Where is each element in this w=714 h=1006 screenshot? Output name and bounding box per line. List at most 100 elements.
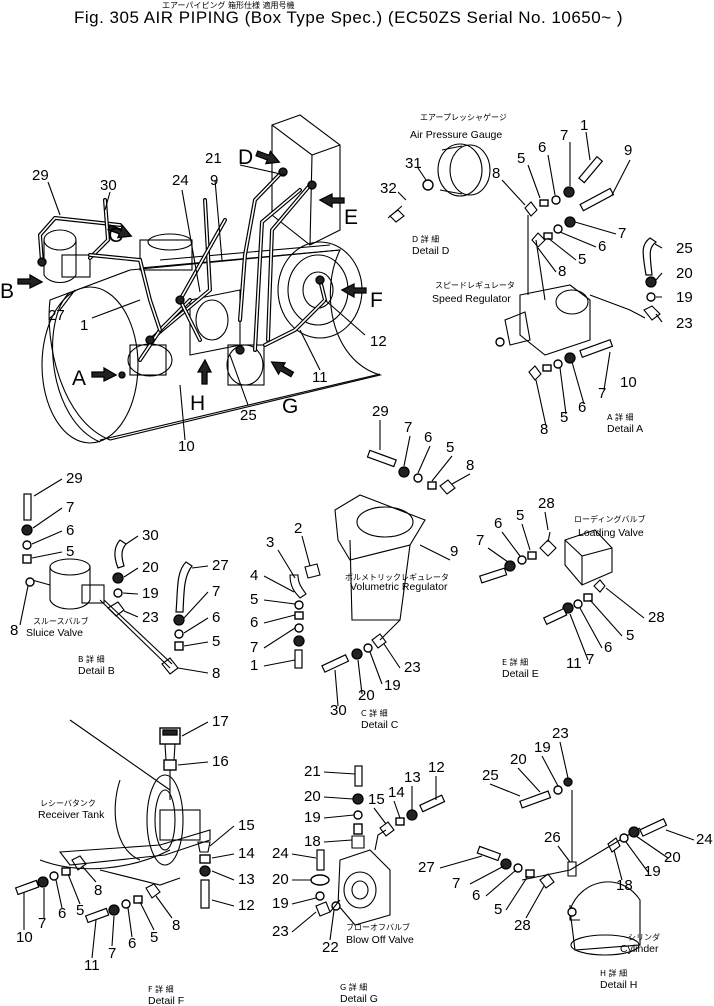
callout-h-25: 25 [482,767,499,784]
view-label-e: E [344,206,358,229]
callout-b-27: 27 [212,557,229,574]
callout-g-18: 18 [304,833,321,850]
callout-main-12: 12 [370,333,387,350]
main-assembly: 29 30 24 9 21 1 27 25 10 11 12 B C D E F… [0,114,387,455]
receiver-tank-label: Receiver Tank [38,809,105,821]
detail-a-label: Detail A [607,423,643,435]
callout-b-5b: 5 [212,633,220,650]
callout-b-20: 20 [142,559,159,576]
callout-g-22: 22 [322,939,339,956]
callout-h-20b: 20 [664,849,681,866]
detail-f-jp: F 詳 細 [148,984,174,994]
detail-d-label: Detail D [412,245,450,257]
receiver-tank-jp: レシーバタンク [40,799,96,808]
callout-b-8: 8 [10,622,18,639]
callout-main-1: 1 [80,317,88,334]
volumetric-regulator-label: Volumetric Regulator [350,581,448,593]
callout-b-30: 30 [142,527,159,544]
callout-a-19: 19 [676,289,693,306]
callout-main-9: 9 [210,172,218,189]
figure-title: Fig. 305 AIR PIPING (Box Type Spec.) (EC… [74,8,623,27]
callout-g-23: 23 [272,923,289,940]
speed-regulator-label: Speed Regulator [432,293,511,305]
detail-a-jp: A 詳 細 [607,412,634,422]
callout-c-3: 3 [266,534,274,551]
callout-main-25: 25 [240,407,257,424]
callout-h-24: 24 [696,831,713,848]
detail-c-label: Detail C [361,719,399,731]
callout-g-13: 13 [404,769,421,786]
callout-c-23: 23 [404,659,421,676]
callout-main-10: 10 [178,438,195,455]
callout-h-20: 20 [510,751,527,768]
cylinder-label: Cylinder [620,943,659,955]
callout-h-28: 28 [514,917,531,934]
callout-main-27: 27 [48,307,65,324]
detail-e-label: Detail E [502,668,539,680]
callout-g-20: 20 [304,788,321,805]
callout-h-19: 19 [534,739,551,756]
callout-a-5: 5 [517,150,525,167]
callout-b-23: 23 [142,609,159,626]
callout-f-5b: 5 [150,929,158,946]
callout-main-30: 30 [100,177,117,194]
callout-g-12: 12 [428,759,445,776]
callout-d-31: 31 [405,155,422,172]
callout-a-8c: 8 [540,421,548,438]
callout-main-21: 21 [205,150,222,167]
callout-c-20: 20 [358,687,375,704]
callout-h-7: 7 [452,875,460,892]
callout-main-11: 11 [312,369,328,386]
view-label-g: G [282,395,298,418]
callout-c-7: 7 [404,419,412,436]
callout-f-12: 12 [238,897,255,914]
callout-e-28b: 28 [648,609,665,626]
callout-d-32: 32 [380,180,397,197]
callout-a-10: 10 [620,374,637,391]
callout-b-7b: 7 [212,583,220,600]
callout-h-23: 23 [552,725,569,742]
view-label-a: A [72,367,86,390]
speed-regulator-jp: スピードレギュレータ [435,281,515,290]
callout-e-6b: 6 [604,639,612,656]
callout-a-6: 6 [538,139,546,156]
detail-b-jp: B 詳 細 [78,654,105,664]
callout-a-23: 23 [676,315,693,332]
callout-f-16: 16 [212,753,229,770]
callout-f-10: 10 [16,929,33,946]
callout-c-19: 19 [384,677,401,694]
callout-main-24: 24 [172,172,189,189]
callout-f-14: 14 [238,845,255,862]
callout-a-7c: 7 [598,385,606,402]
callout-e-28: 28 [538,495,555,512]
sluice-valve-label: Sluice Valve [26,627,83,639]
detail-h-label: Detail H [600,979,637,991]
callout-f-17: 17 [212,713,229,730]
callout-f-8b: 8 [172,917,180,934]
callout-f-13: 13 [238,871,255,888]
gauge-label-jp: エアープレッシャゲージ [420,112,507,122]
callout-h-27: 27 [418,859,435,876]
callout-e-5b: 5 [626,627,634,644]
view-label-d: D [238,146,253,169]
detail-e: ローディングバルブ Loading Valve 28 7 6 5 9 28 5 … [450,495,665,680]
loading-valve-label: Loading Valve [578,527,644,539]
callout-c-8: 8 [466,457,474,474]
detail-c: ボルメトリックレギュレータ Volumetric Regulator 29 7 … [250,403,474,731]
callout-b-6b: 6 [212,609,220,626]
header-jp-text: エアーパイピング 箱形仕様 適用号機 [162,0,295,10]
callout-g-15: 15 [368,791,385,808]
callout-a-20: 20 [676,265,693,282]
callout-a-25: 25 [676,240,693,257]
blow-off-valve-label: Blow Off Valve [346,934,414,946]
callout-b-19: 19 [142,585,159,602]
callout-g-19b: 19 [272,895,289,912]
callout-f-7: 7 [38,915,46,932]
callout-e-11: 11 [566,655,582,672]
detail-b: スルースバルブ Sluice Valve 29 7 6 5 30 20 19 2… [10,470,229,682]
callout-f-5: 5 [76,902,84,919]
callout-e-9: 9 [450,543,458,560]
callout-f-8: 8 [94,882,102,899]
callout-c-29: 29 [372,403,389,420]
